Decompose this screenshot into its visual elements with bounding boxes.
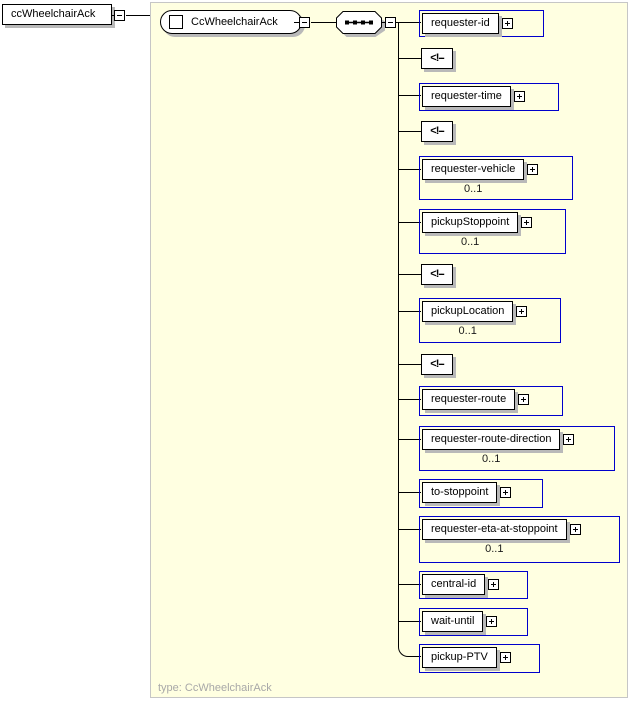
occurrence-label: 0..1 [482,453,501,465]
element-box[interactable]: requester-eta-at-stoppoint [422,519,567,540]
element-box[interactable]: requester-time [422,86,511,107]
plus-icon[interactable] [513,91,525,102]
occurrence-label: 0..1 [460,236,480,248]
connector-line [398,399,421,400]
plus-icon[interactable] [527,164,539,175]
plus-icon[interactable] [488,579,500,590]
element-box[interactable]: requester-id [422,13,499,34]
connector-line [126,15,150,16]
plus-icon[interactable] [518,394,530,405]
element-node-pickup-PTV: pickup-PTV [419,644,540,673]
connector-line [396,22,421,23]
element-node-requester-route: requester-route [419,386,563,416]
type-node-CcWheelchairAck[interactable]: CcWheelchairAck [160,10,302,34]
connector-line [398,58,421,59]
element-node-wait-until: wait-until [419,608,528,636]
minus-icon[interactable] [299,17,310,28]
occurrence-label: 0..1 [464,183,483,195]
type-annotation: type: CcWheelchairAck [158,682,272,694]
plus-icon[interactable] [500,487,512,498]
connector-line [111,15,115,16]
element-box[interactable]: requester-route-direction [422,429,561,450]
element-box[interactable]: pickup-PTV [422,647,497,668]
minus-icon[interactable] [385,17,396,28]
connector-line [398,364,421,365]
connector-line [294,22,299,23]
connector-curve [398,644,421,657]
element-node-requester-time: requester-time [419,83,559,111]
connector-line [398,584,421,585]
element-node-pickupStoppoint: pickupStoppoint 0..1 [419,209,566,254]
element-box[interactable]: pickupStoppoint [422,212,519,233]
element-node-to-stoppoint: to-stoppoint [419,479,543,508]
comment-node[interactable]: <!-- [421,264,453,285]
element-box[interactable]: wait-until [422,611,484,632]
connector-line [382,22,385,23]
element-ccWheelchairAck[interactable]: ccWheelchairAck [2,4,112,25]
plus-icon[interactable] [521,217,533,228]
type-node-label: CcWheelchairAck [191,16,278,28]
comment-node[interactable]: <!-- [421,121,453,142]
minus-icon[interactable] [114,10,125,21]
element-box[interactable]: to-stoppoint [422,482,498,503]
element-box[interactable]: pickupLocation [422,301,514,322]
plus-icon[interactable] [501,18,513,29]
connector-line [398,529,421,530]
element-box[interactable]: requester-vehicle [422,159,525,180]
connector-line [398,311,421,312]
element-node-requester-eta-at-stoppoint: requester-eta-at-stoppoint 0..1 [419,516,620,563]
comment-node[interactable]: <!-- [421,354,453,375]
occurrence-label: 0..1 [485,543,504,555]
occurrence-label: 0..1 [458,325,477,337]
connector-line [398,131,421,132]
element-node-requester-vehicle: requester-vehicle 0..1 [419,156,573,200]
element-box[interactable]: requester-route [422,389,516,410]
connector-line [398,274,421,275]
element-box[interactable]: central-id [422,574,486,595]
connector-line [398,169,421,170]
plus-icon[interactable] [486,616,498,627]
sequence-icon[interactable] [336,11,386,38]
element-icon [169,15,183,29]
plus-icon[interactable] [569,524,581,535]
element-node-central-id: central-id [419,571,528,599]
connector-line [311,22,336,23]
element-node-pickupLocation: pickupLocation 0..1 [419,298,561,343]
plus-icon[interactable] [516,306,528,317]
complex-type-panel [150,2,628,698]
connector-line [398,621,421,622]
connector-line [398,492,421,493]
plus-icon[interactable] [499,652,511,663]
connector-line [398,95,421,96]
element-node-requester-id: requester-id [419,10,544,37]
element-node-requester-route-direction: requester-route-direction 0..1 [419,426,615,471]
comment-node[interactable]: <!-- [421,48,453,69]
connector-trunk [398,22,399,645]
plus-icon[interactable] [563,434,575,445]
connector-line [398,439,421,440]
connector-line [398,222,421,223]
